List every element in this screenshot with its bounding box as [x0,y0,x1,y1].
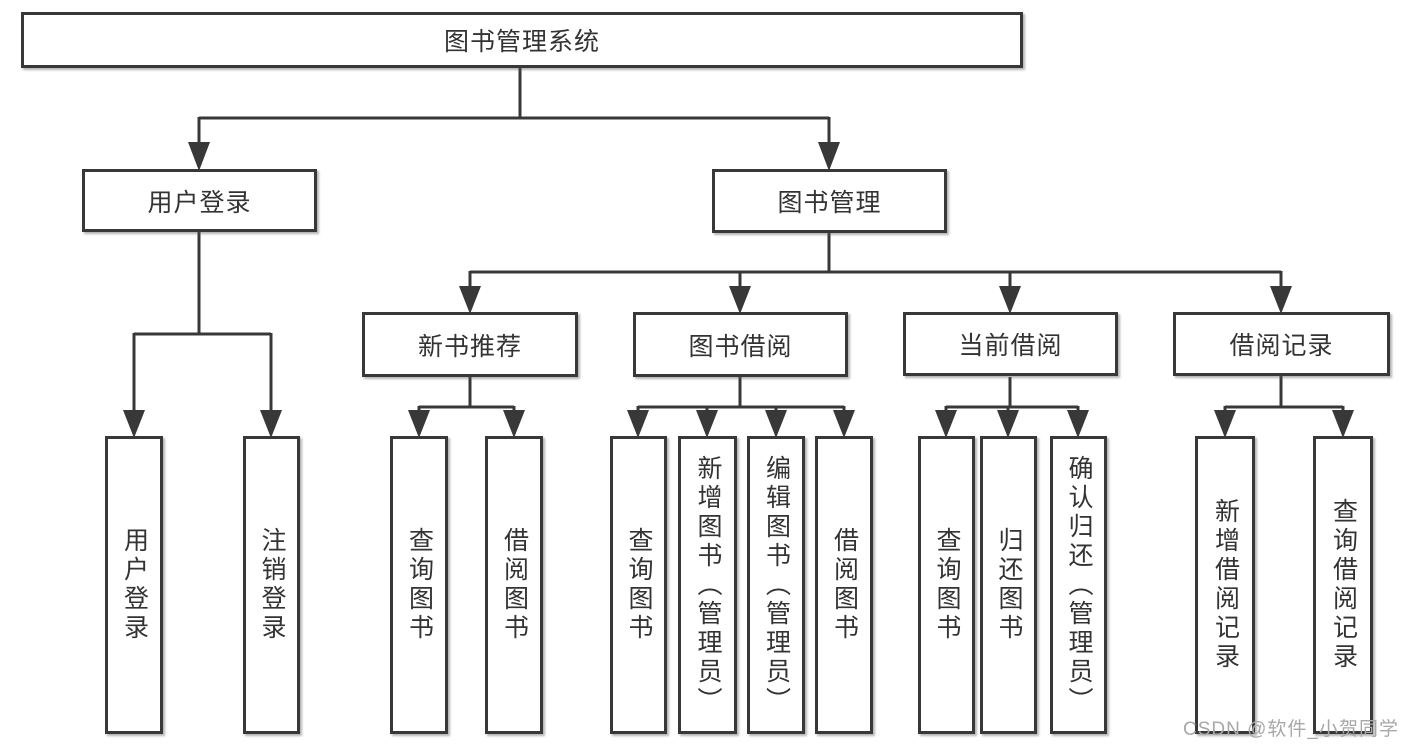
leaf-label: 编辑图书（管理员） [762,454,791,716]
leaf-label: 确认归还（管理员） [1065,454,1093,716]
connector-root [188,68,840,171]
arrow-down-icon [123,410,145,438]
arrow-down-icon [997,410,1019,438]
leaf-label: 查询图书 [625,527,653,643]
arrow-down-icon [999,286,1021,314]
arrow-down-icon [696,410,718,438]
leaf-user-login: 用户登录 [105,436,163,734]
watermark: CSDN @软件_小贺同学 [1183,719,1399,740]
node-new-book-recommendation: 新书推荐 [362,312,578,377]
leaf-edit-books-admin: 编辑图书（管理员） [747,436,805,734]
arrow-down-icon [818,142,840,171]
arrow-down-icon [188,142,210,171]
arrow-down-icon [833,410,855,438]
arrow-down-icon [729,286,751,314]
leaf-label: 查询图书 [933,527,961,643]
leaf-label: 用户登录 [120,527,149,643]
connector-new-book [408,377,525,438]
leaf-confirm-return-admin: 确认归还（管理员） [1050,436,1107,734]
node-book-management: 图书管理 [712,169,947,233]
arrow-down-icon [935,410,957,438]
leaf-label: 注销登录 [258,527,286,643]
arrow-down-icon [1270,286,1292,314]
node-user-login: 用户登录 [82,169,317,232]
arrow-down-icon [1214,410,1236,438]
leaf-label: 归还图书 [995,527,1023,643]
leaf-label: 查询图书 [405,527,434,643]
leaf-query-books-current: 查询图书 [918,436,975,734]
leaf-label: 新增借阅记录 [1211,498,1240,672]
arrow-down-icon [1067,410,1089,438]
node-borrowing-records: 借阅记录 [1173,312,1390,376]
arrow-down-icon [1332,410,1354,438]
arrow-down-icon [765,410,787,438]
leaf-label: 查询借阅记录 [1329,498,1358,672]
connector-borrowing-records [1214,376,1354,438]
connector-current-borrowing [935,377,1089,438]
node-book-borrowing: 图书借阅 [633,312,848,377]
arrow-down-icon [408,410,430,438]
leaf-query-books-borrowing: 查询图书 [610,436,667,734]
leaf-borrow-books-newbook: 借阅图书 [485,436,543,734]
arrow-down-icon [260,410,282,438]
leaf-query-books-newbook: 查询图书 [390,436,448,734]
leaf-label: 新增图书（管理员） [694,454,722,716]
leaf-logout: 注销登录 [243,436,300,734]
leaf-return-books: 归还图书 [980,436,1037,734]
leaf-borrow-books: 借阅图书 [815,436,873,734]
arrow-down-icon [459,286,481,314]
connector-book-management [459,233,1292,314]
node-current-borrowing: 当前借阅 [903,312,1118,376]
arrow-down-icon [503,410,525,438]
leaf-label: 借阅图书 [830,527,859,643]
leaf-query-borrowing-record: 查询借阅记录 [1313,436,1373,734]
arrow-down-icon [627,410,649,438]
leaf-label: 借阅图书 [500,527,529,643]
connector-book-borrowing [627,377,855,438]
node-library-system: 图书管理系统 [21,12,1023,68]
leaf-add-borrowing-record: 新增借阅记录 [1195,436,1255,734]
leaf-add-books-admin: 新增图书（管理员） [678,436,737,734]
connector-user-login [123,232,282,438]
